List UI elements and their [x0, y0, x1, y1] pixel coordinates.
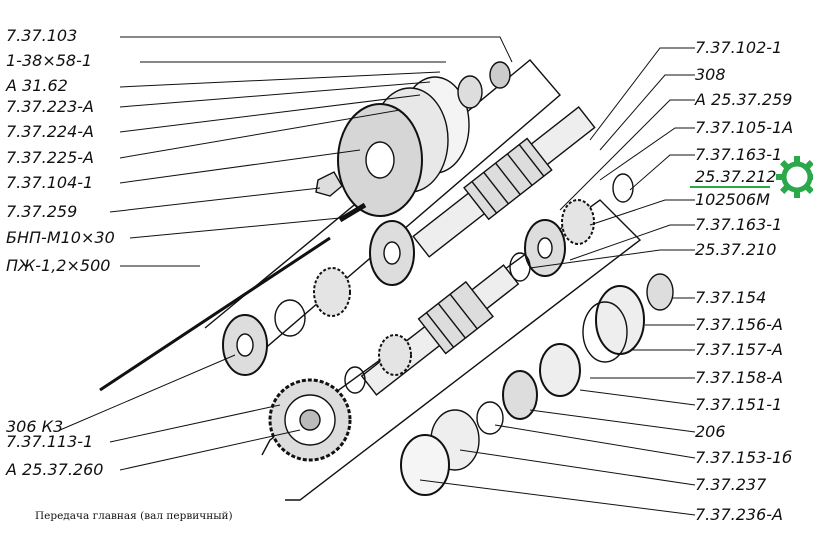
part-label: A 31.62	[6, 76, 68, 95]
crown-gear	[268, 378, 352, 462]
part-label: 7.37.102-1	[695, 38, 783, 57]
part-label: 7.37.154	[695, 288, 767, 307]
part-label: ПЖ-1,2×500	[6, 256, 111, 275]
highlight-underline	[690, 186, 770, 188]
small-gears	[313, 199, 595, 376]
bearings	[222, 61, 674, 420]
nut-and-bolt	[315, 171, 367, 223]
part-label: 7.37.259	[6, 202, 78, 221]
part-label: 308	[695, 65, 726, 84]
part-label: A 25.37.260	[6, 460, 104, 479]
part-label: 7.37.103	[6, 26, 78, 45]
part-label: 7.37.157-A	[695, 340, 783, 359]
part-label: 25.37.210	[695, 240, 777, 259]
part-label: 7.37.158-A	[695, 368, 783, 387]
right-stack-rings	[400, 285, 645, 496]
part-label: БНП-М10×30	[6, 228, 115, 247]
part-label: 102506М	[695, 190, 770, 209]
part-label: 1-38×58-1	[6, 51, 93, 70]
figure-caption: Передача главная (вал первичный)	[35, 510, 233, 522]
leader-lines	[59, 36, 696, 516]
primary-shaft-upper	[412, 106, 596, 258]
part-label: 7.37.153-1б	[695, 448, 793, 467]
assembly-frame-lower	[261, 199, 642, 501]
part-label: 7.37.113-1	[6, 432, 94, 451]
part-label: 7.37.151-1	[695, 395, 783, 414]
gear-icon	[776, 156, 813, 198]
wire	[99, 236, 331, 392]
part-label: 7.37.104-1	[6, 173, 94, 192]
part-label: 7.37.156-A	[695, 315, 783, 334]
part-label: 7.37.105-1A	[695, 118, 794, 137]
part-label: 7.37.163-1	[695, 145, 783, 164]
part-label: 7.37.236-A	[695, 505, 783, 524]
part-label: 7.37.163-1	[695, 215, 783, 234]
part-label: 206	[695, 422, 726, 441]
part-label: 7.37.224-A	[6, 122, 94, 141]
snap-rings	[274, 173, 634, 435]
flange-discs	[337, 76, 470, 217]
part-label: 7.37.225-A	[6, 148, 94, 167]
part-label: 306 К3	[6, 417, 64, 436]
part-label: A 25.37.259	[695, 90, 793, 109]
part-label: 7.37.223-A	[6, 97, 94, 116]
highlighted-part-label[interactable]: 25.37.212	[695, 167, 777, 186]
part-label: 7.37.237	[695, 475, 767, 494]
